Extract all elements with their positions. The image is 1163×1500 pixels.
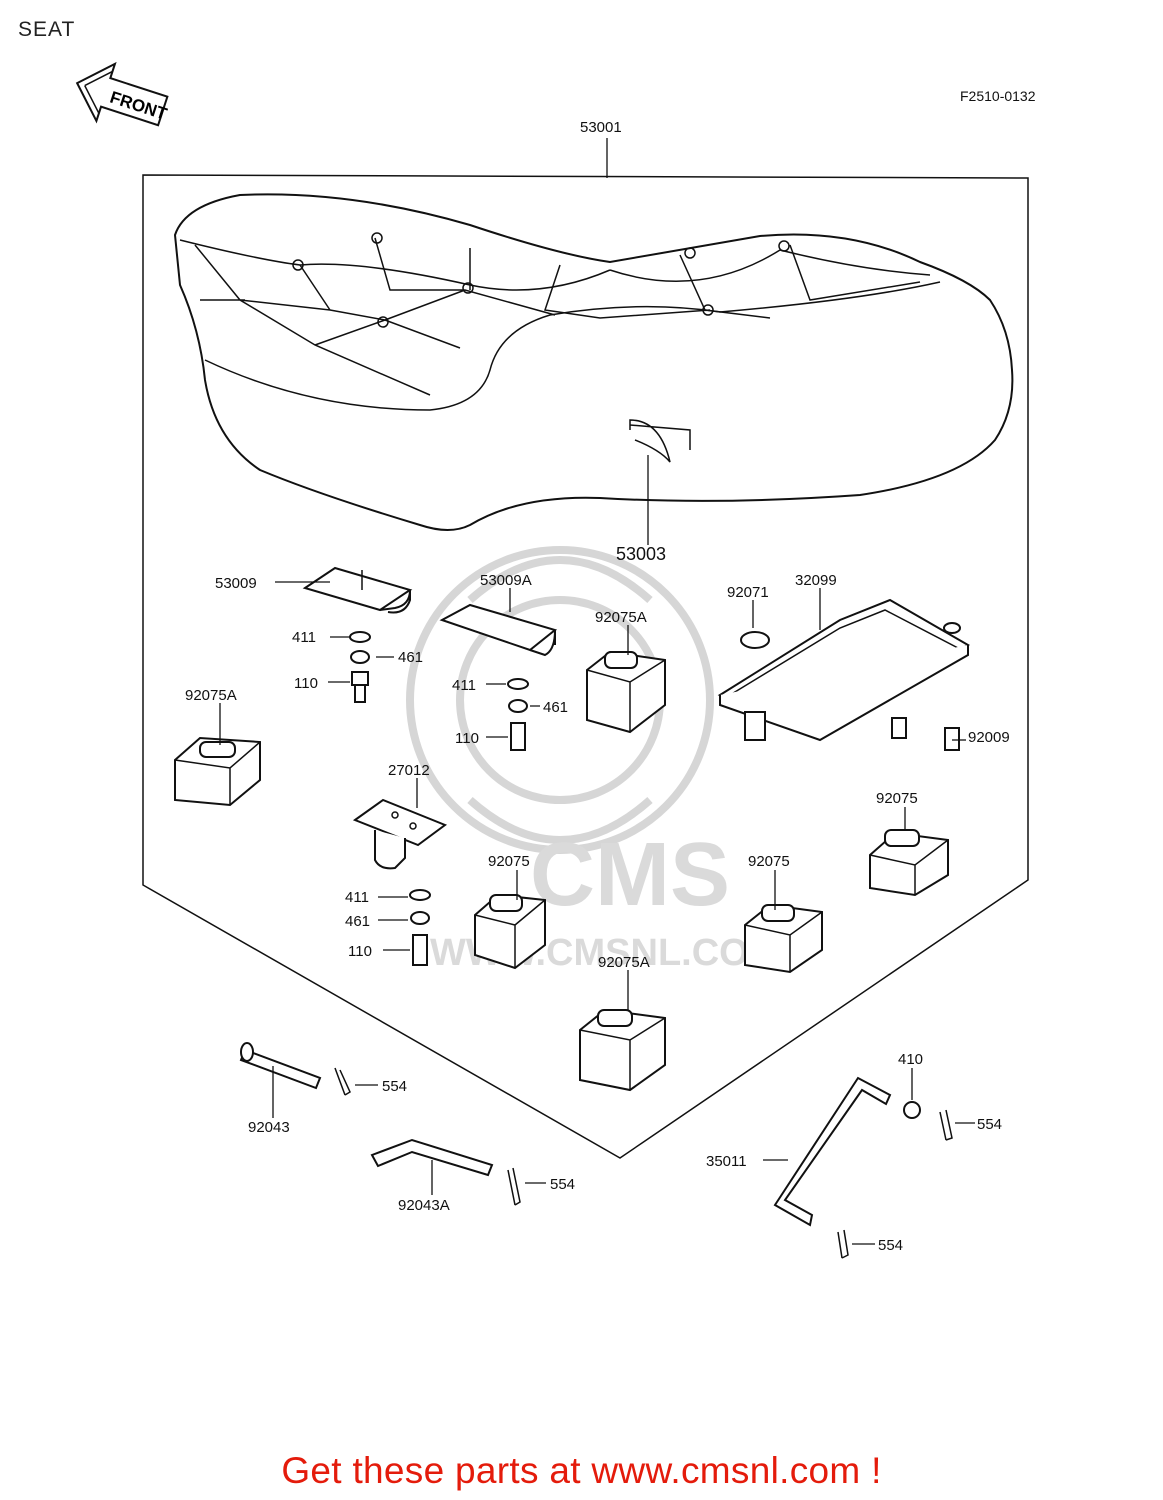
rubber-block-92075-mid-right <box>744 903 823 974</box>
callout-92075A: 92075A <box>185 687 237 704</box>
rubber-block-92075A-mid <box>586 650 666 734</box>
callout-461: 461 <box>398 649 423 666</box>
callout-92075: 92075 <box>748 853 790 870</box>
callout-92009: 92009 <box>968 729 1010 746</box>
leader-lines <box>219 138 975 1245</box>
figure-code: F2510-0132 <box>960 88 1036 104</box>
callout-92043: 92043 <box>248 1119 290 1136</box>
callout-461: 461 <box>345 913 370 930</box>
callout-554: 554 <box>550 1176 575 1193</box>
pin-92043A <box>370 1138 494 1177</box>
rubber-block-92075-right <box>869 829 949 897</box>
rubber-block-92075A-left <box>174 736 261 807</box>
callout-411: 411 <box>292 629 316 646</box>
rod-35011 <box>773 1076 892 1227</box>
callout-92075: 92075 <box>876 790 918 807</box>
front-arrow-icon: FRONT <box>75 61 170 127</box>
rubber-block-92075A-bottom <box>579 1008 666 1092</box>
callout-411: 411 <box>452 677 476 694</box>
seat-53001 <box>173 193 1014 531</box>
callout-92075A: 92075A <box>595 609 647 626</box>
page-title: SEAT <box>18 18 76 41</box>
callout-110: 110 <box>348 943 372 960</box>
hardware-set-a <box>349 631 371 703</box>
callout-32099: 32099 <box>795 572 837 589</box>
callout-27012: 27012 <box>388 762 430 779</box>
get-parts-link[interactable]: Get these parts at www.cmsnl.com ! <box>281 1450 882 1491</box>
callout-92071: 92071 <box>727 584 769 601</box>
callout-53009A: 53009A <box>480 572 532 589</box>
callout-53001: 53001 <box>580 119 622 136</box>
assembly-outline <box>142 174 1029 1159</box>
tray-32099 <box>717 598 971 751</box>
callout-92043A: 92043A <box>398 1197 450 1214</box>
callout-92075: 92075 <box>488 853 530 870</box>
callout-53009: 53009 <box>215 575 257 592</box>
callout-labels: 53001 53003 53009 53009A 92075A 92071 32… <box>185 119 1010 1254</box>
callout-35011: 35011 <box>706 1153 747 1170</box>
watermark-brand: CMS <box>530 825 730 925</box>
callout-110: 110 <box>294 675 318 692</box>
callout-554: 554 <box>977 1116 1002 1133</box>
bracket-27012 <box>352 798 448 870</box>
callout-92075A: 92075A <box>598 954 650 971</box>
callout-554: 554 <box>878 1237 903 1254</box>
hardware-set-b <box>507 678 529 751</box>
callout-461: 461 <box>543 699 568 716</box>
callout-554: 554 <box>382 1078 407 1095</box>
callout-53003: 53003 <box>616 544 666 564</box>
callout-411: 411 <box>345 889 369 906</box>
rubber-block-92075-mid-left <box>474 893 546 970</box>
parts-diagram: CMS WWW.CMSNL.COM FRONT <box>75 61 1029 1259</box>
callout-110: 110 <box>455 730 479 747</box>
bracket-53009 <box>302 566 413 614</box>
bracket-53009A <box>439 603 558 657</box>
clips-554 <box>334 1067 953 1259</box>
callout-410: 410 <box>898 1051 923 1068</box>
pin-92043 <box>239 1042 322 1090</box>
hardware-set-c <box>409 889 431 966</box>
